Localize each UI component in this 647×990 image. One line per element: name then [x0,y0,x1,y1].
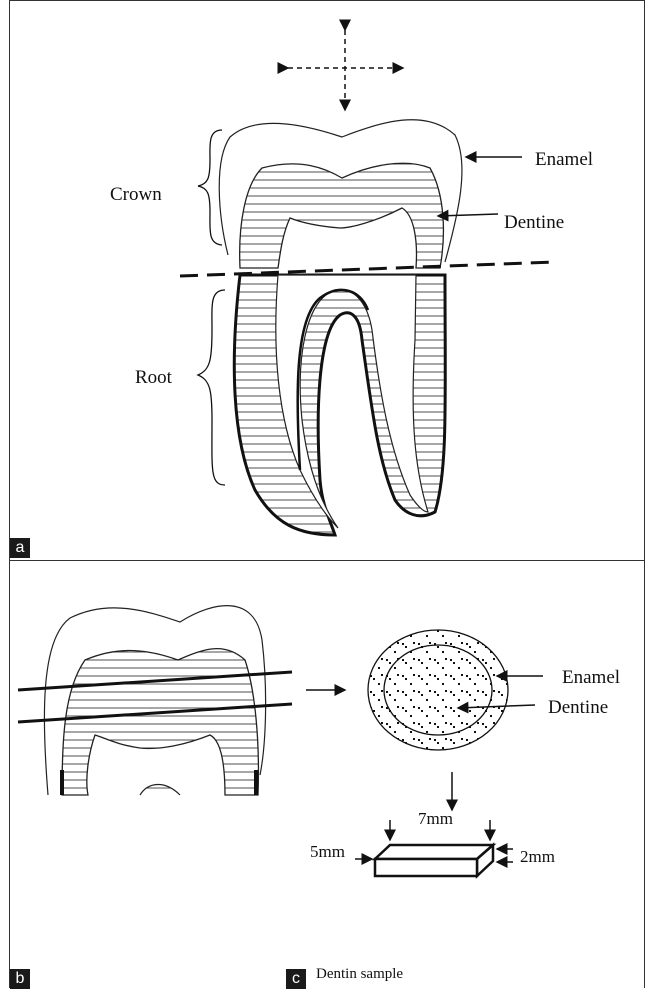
crown-section-b [18,606,292,795]
panel-label-a: a [10,538,30,558]
panel-label-b: b [10,969,30,989]
direction-cross-icon [288,30,403,110]
root-label: Root [135,367,173,388]
dimension-left-label: 5mm [310,842,345,861]
dentine-label: Dentine [504,212,564,233]
dentine-disc-label: Dentine [548,697,608,718]
dentin-sample-block [375,845,493,876]
dentine-crown [240,163,444,268]
dimension-right-label: 2mm [520,847,555,866]
enamel-disc-label: Enamel [562,667,620,688]
panel-label-c: c [286,969,306,989]
dentin-disc [368,630,508,750]
enamel-label: Enamel [535,149,593,170]
crown-label: Crown [110,184,162,205]
dimension-top-label: 7mm [418,809,453,828]
crown-bracket [198,130,222,245]
sample-caption: Dentin sample [316,966,403,983]
root-bracket [198,290,225,485]
